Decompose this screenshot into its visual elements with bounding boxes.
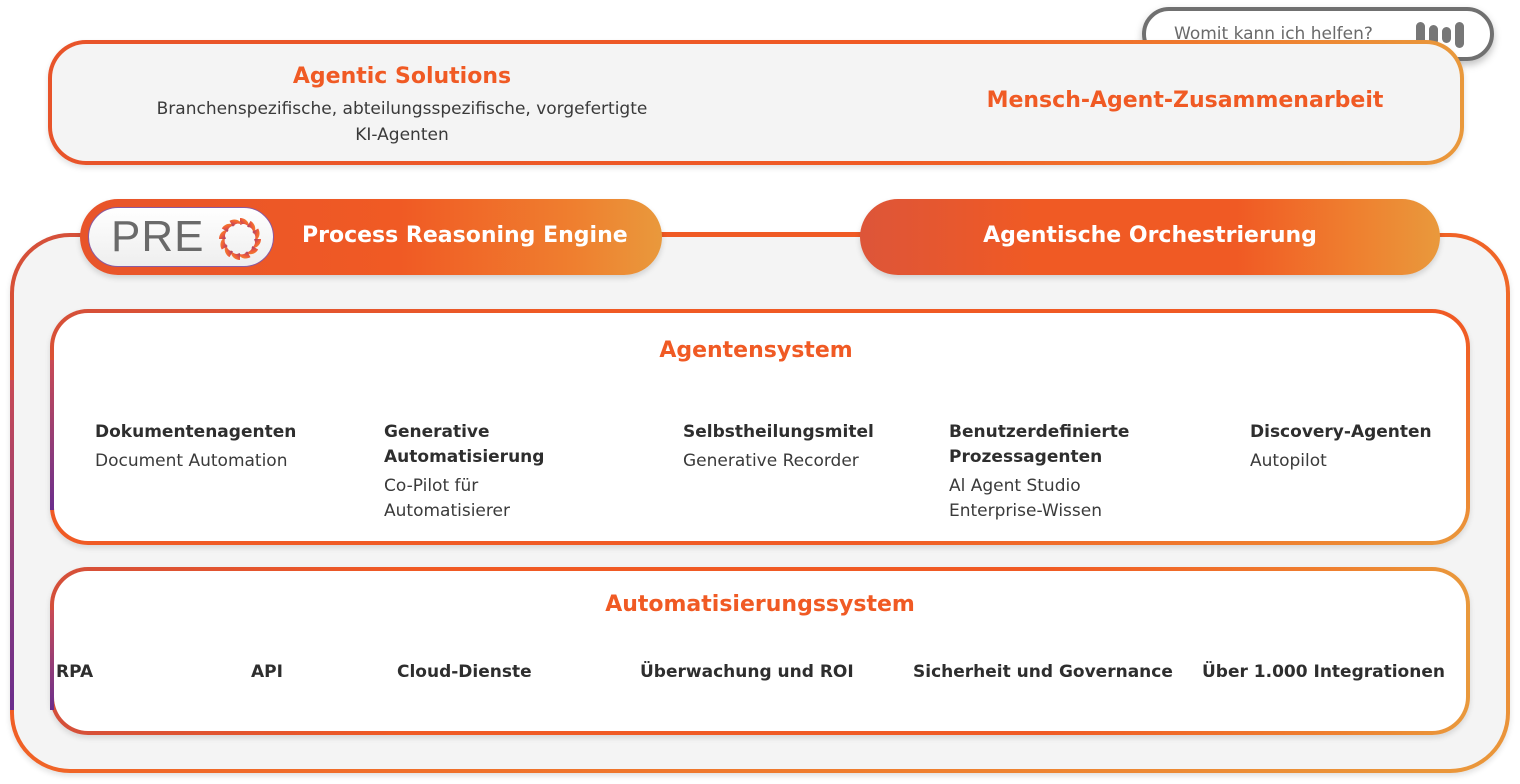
automation-item-security: Sicherheit und Governance [913,662,1173,682]
pre-badge-text: PRE [111,212,205,261]
platform-border-accent [10,380,14,710]
automation-item-cloud: Cloud-Dienste [397,662,532,682]
agent-heading: Automatisierung [384,447,545,467]
automation-system-title: Automatisierungssystem [605,592,915,617]
agent-column-custom-process: Benutzerdefinierte Prozessagenten Al Age… [949,420,1129,524]
automation-panel-border-accent [50,610,54,710]
agentic-orchestration-pill: Agentische Orchestrierung [860,199,1440,275]
automation-item-rpa: RPA [56,662,94,682]
agent-column-generative: Generative Automatisierung Co-Pilot für … [384,420,544,524]
agent-heading: Benutzerdefinierte [949,422,1130,442]
agent-subtext: Document Automation [95,451,288,471]
pill-connector-line [640,232,880,237]
agent-panel-border-accent [50,360,54,510]
agent-column-document: Dokumentenagenten Document Automation [95,420,296,474]
agent-subtext: Automatisierer [384,501,510,521]
automation-item-api: API [251,662,283,682]
agent-system-panel [50,309,1470,545]
process-reasoning-engine-pill: PRE [80,199,662,275]
agent-column-discovery: Discovery-Agenten Autopilot [1250,420,1432,474]
agent-heading: Discovery-Agenten [1250,422,1432,442]
pre-pill-label: Process Reasoning Engine [302,223,628,248]
voice-waveform-icon[interactable] [1416,22,1468,48]
orchestration-pill-label: Agentische Orchestrierung [983,223,1317,248]
pre-badge: PRE [88,207,274,267]
agent-subtext: Enterprise-Wissen [949,501,1102,521]
agent-subtext: Co-Pilot für [384,476,479,496]
agentic-solutions-panel [48,40,1464,165]
agent-subtext: Autopilot [1250,451,1327,471]
description-line: KI-Agenten [355,125,449,145]
automation-item-integrations: Über 1.000 Integrationen [1202,662,1445,682]
agent-subtext: Al Agent Studio [949,476,1081,496]
description-line: Branchenspezifische, abteilungsspezifisc… [156,99,648,119]
agentic-solutions-description: Branchenspezifische, abteilungsspezifisc… [122,96,682,148]
agentic-solutions-title: Agentic Solutions [292,64,512,89]
agent-heading: Selbstheilungsmitel [683,422,874,442]
agent-heading: Generative [384,422,490,442]
search-placeholder: Womit kann ich helfen? [1174,24,1373,44]
swirl-logo-icon [219,218,261,260]
agent-column-self-healing: Selbstheilungsmitel Generative Recorder [683,420,874,474]
agent-heading: Prozessagenten [949,447,1103,467]
automation-item-monitoring: Überwachung und ROI [640,662,854,682]
agent-system-title: Agentensystem [659,338,853,363]
automation-system-panel [50,567,1470,735]
human-agent-collaboration-title: Mensch-Agent-Zusammenarbeit [986,88,1384,113]
agent-heading: Dokumentenagenten [95,422,297,442]
agent-subtext: Generative Recorder [683,451,859,471]
